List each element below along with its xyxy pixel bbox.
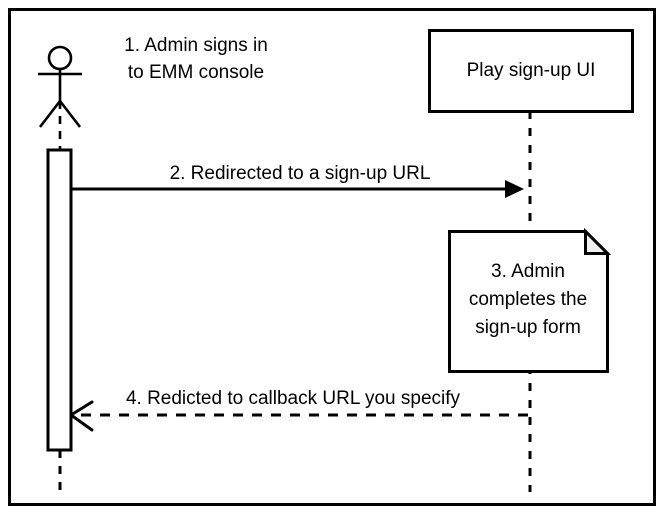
admin-actor xyxy=(38,45,82,128)
message-2-arrowhead-filled-icon xyxy=(505,180,524,198)
actor-left-leg-icon xyxy=(38,100,62,128)
note-label-line1: 3. Admin xyxy=(491,261,565,282)
actor-activation-bar xyxy=(46,148,73,452)
note-label-line2: completes the xyxy=(469,289,587,310)
note-admin-completes-form: 3. Admin completes the sign-up form xyxy=(448,227,612,373)
message-1-label-line2: to EMM console xyxy=(128,62,264,83)
message-4-arrowhead-open-icon xyxy=(69,400,94,432)
note-label-line3: sign-up form xyxy=(475,317,581,338)
participant-label: Play sign-up UI xyxy=(467,60,596,81)
message-1-label-line1: 1. Admin signs in xyxy=(124,35,268,56)
message-2-label: 2. Redirected to a sign-up URL xyxy=(170,163,431,184)
message-4-label: 4. Redicted to callback URL you specify xyxy=(126,388,461,409)
actor-right-leg-icon xyxy=(58,100,82,128)
note-fold-corner-icon xyxy=(584,227,612,255)
actor-head-icon xyxy=(47,45,73,71)
note-body xyxy=(448,230,609,373)
